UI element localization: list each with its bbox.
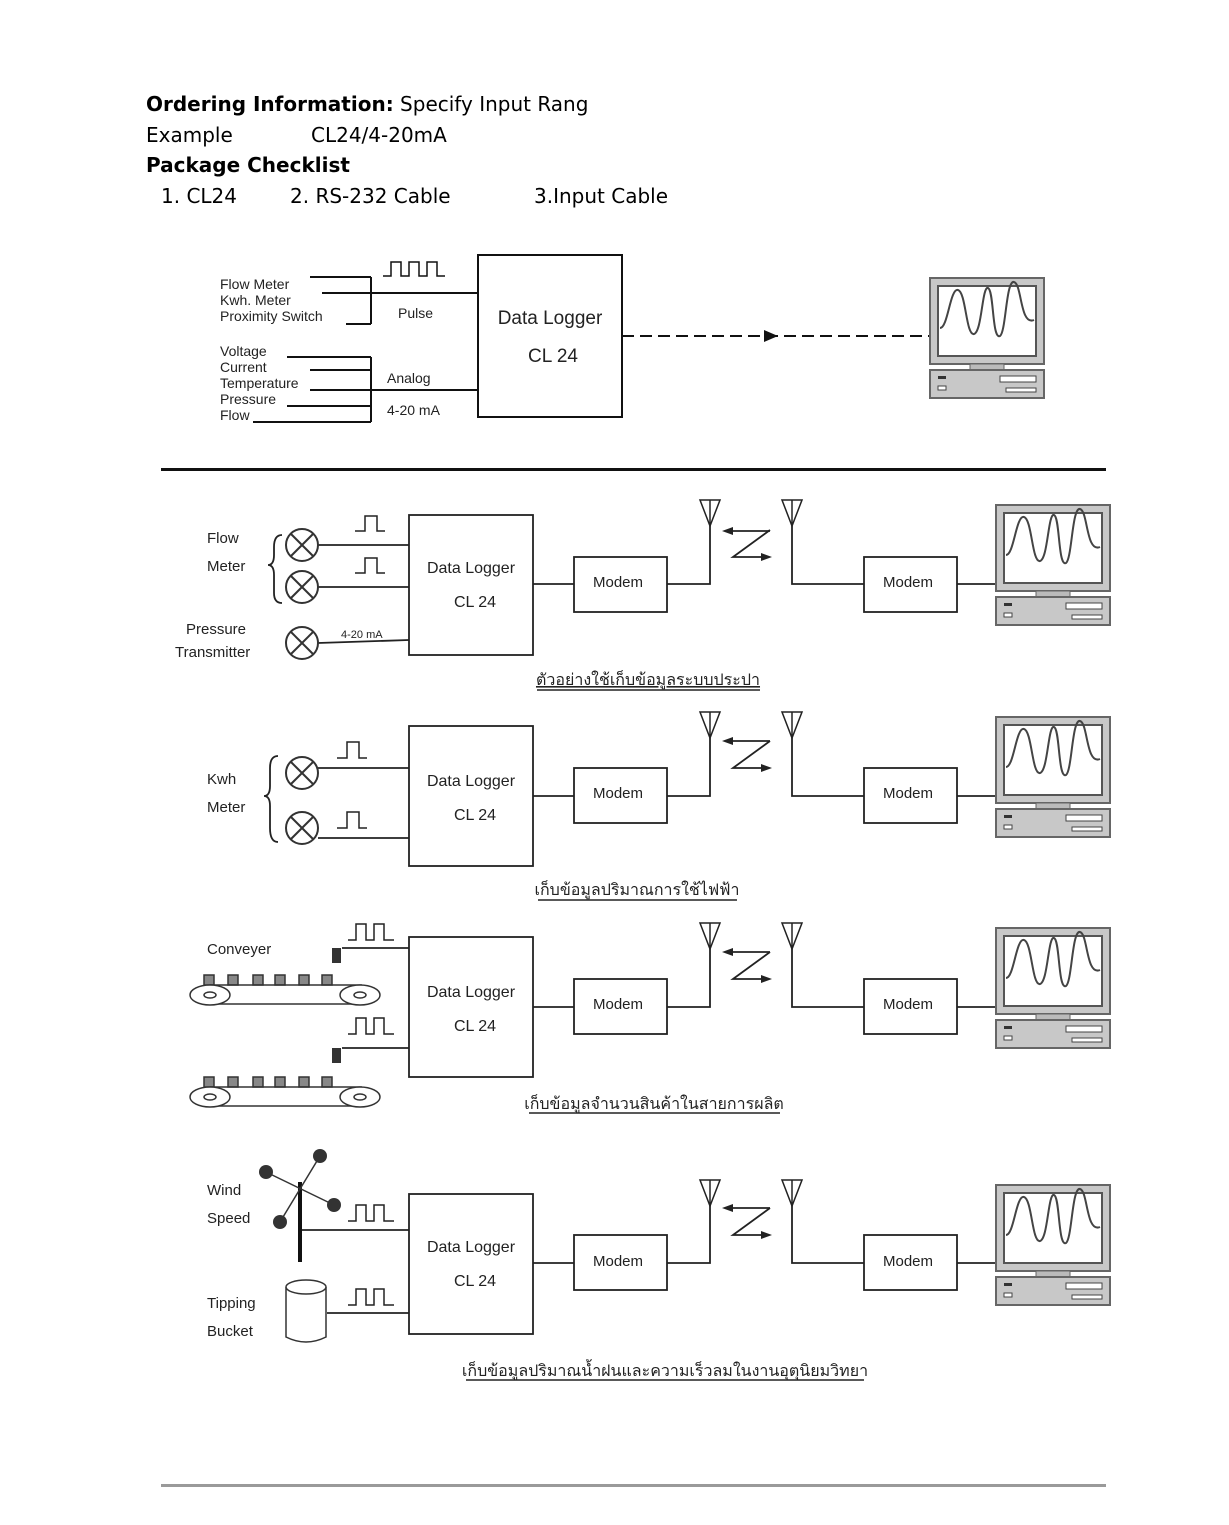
diagram-caption: เก็บข้อมูลปริมาณการใช้ไฟฟ้า bbox=[535, 879, 740, 900]
conveyer-belt-icon bbox=[189, 1076, 381, 1108]
checklist-item-1: 1. CL24 bbox=[161, 184, 237, 208]
antenna-icon bbox=[699, 922, 721, 950]
footer-divider bbox=[161, 1484, 1106, 1487]
flow-meter-icon bbox=[285, 528, 319, 562]
diagram-conveyer: Conveyer Data Logger CL 24 Modem Modem เ… bbox=[189, 922, 1111, 1114]
section-divider bbox=[161, 468, 1106, 471]
ordering-information: Ordering Information: Specify Input Rang bbox=[146, 92, 588, 116]
modem-left: Modem bbox=[593, 1253, 643, 1270]
antenna-icon bbox=[781, 922, 803, 950]
input-label: Flow bbox=[207, 530, 239, 547]
input-kwh-meter: Kwh. Meter bbox=[220, 292, 291, 308]
logger-model: CL 24 bbox=[454, 1018, 496, 1035]
input-pressure: Pressure bbox=[220, 391, 276, 407]
diagram-water-supply: Flow Meter Pressure Transmitter 4-20 mA … bbox=[175, 499, 1111, 691]
pulse-label: Pulse bbox=[398, 305, 433, 321]
modem-left: Modem bbox=[593, 996, 643, 1013]
antenna-icon bbox=[781, 711, 803, 739]
sensor-icon bbox=[332, 948, 341, 963]
antenna-icon bbox=[699, 1179, 721, 1207]
diagram-electricity: Kwh Meter Data Logger CL 24 Modem Modem … bbox=[207, 711, 1111, 901]
computer-icon bbox=[995, 716, 1111, 838]
input-label: Conveyer bbox=[207, 941, 271, 958]
logger-title: Data Logger bbox=[427, 773, 516, 790]
ma-label: 4-20 mA bbox=[387, 402, 441, 418]
logger-title: Data Logger bbox=[427, 1239, 516, 1256]
logger-title: Data Logger bbox=[427, 984, 516, 1001]
computer-icon bbox=[995, 1184, 1111, 1306]
modem-left: Modem bbox=[593, 785, 643, 802]
computer-icon bbox=[995, 504, 1111, 626]
modem-right: Modem bbox=[883, 785, 933, 802]
signal-label: 4-20 mA bbox=[341, 629, 383, 641]
antenna-icon bbox=[781, 499, 803, 527]
input-label: Pressure bbox=[186, 621, 246, 638]
diagram-caption: เก็บข้อมูลจำนวนสินค้าในสายการผลิต bbox=[524, 1093, 784, 1114]
input-label: Wind bbox=[207, 1182, 241, 1199]
antenna-icon bbox=[699, 711, 721, 739]
kwh-meter-icon bbox=[285, 811, 319, 845]
input-label: Tipping bbox=[207, 1295, 256, 1312]
flow-meter-icon bbox=[285, 570, 319, 604]
conveyer-belt-icon bbox=[189, 974, 381, 1006]
computer-icon bbox=[995, 927, 1111, 1049]
modem-right: Modem bbox=[883, 1253, 933, 1270]
logger-model: CL 24 bbox=[454, 1273, 496, 1290]
input-label: Transmitter bbox=[175, 644, 250, 661]
modem-left: Modem bbox=[593, 574, 643, 591]
overview-diagram: Flow Meter Kwh. Meter Proximity Switch V… bbox=[220, 254, 1045, 423]
example-label: Example bbox=[146, 123, 233, 147]
input-label: Meter bbox=[207, 558, 245, 575]
modem-right: Modem bbox=[883, 996, 933, 1013]
arrow-icon bbox=[764, 330, 778, 342]
logger-title: Data Logger bbox=[427, 560, 516, 577]
ordering-value: Specify Input Rang bbox=[393, 92, 589, 116]
computer-icon bbox=[929, 277, 1045, 399]
input-current: Current bbox=[220, 359, 267, 375]
input-label: Meter bbox=[207, 799, 245, 816]
logger-model: CL 24 bbox=[528, 346, 578, 367]
diagram-caption: ตัวอย่างใช้เก็บข้อมูลระบบประปา bbox=[536, 669, 760, 690]
logger-title: Data Logger bbox=[498, 308, 603, 329]
sensor-icon bbox=[332, 1048, 341, 1063]
diagram-caption: เก็บข้อมูลปริมาณน้ำฝนและความเร็วลมในงานอ… bbox=[462, 1359, 868, 1381]
logger-model: CL 24 bbox=[454, 594, 496, 611]
input-voltage: Voltage bbox=[220, 343, 267, 359]
kwh-meter-icon bbox=[285, 756, 319, 790]
pressure-transmitter-icon bbox=[285, 626, 319, 660]
checklist-item-3: 3.Input Cable bbox=[534, 184, 669, 208]
diagram-meteorology: Wind Speed Tipping Bucket Data Logger CL… bbox=[207, 1149, 1111, 1381]
checklist-title: Package Checklist bbox=[146, 153, 350, 177]
input-flow: Flow bbox=[220, 407, 250, 423]
input-label: Speed bbox=[207, 1210, 250, 1227]
tipping-bucket-icon bbox=[285, 1279, 327, 1343]
input-label: Kwh bbox=[207, 771, 236, 788]
antenna-icon bbox=[699, 499, 721, 527]
ordering-label: Ordering Information: bbox=[146, 92, 394, 116]
input-flow-meter: Flow Meter bbox=[220, 276, 290, 292]
analog-label: Analog bbox=[387, 370, 431, 386]
modem-right: Modem bbox=[883, 574, 933, 591]
input-label: Bucket bbox=[207, 1323, 254, 1340]
logger-model: CL 24 bbox=[454, 807, 496, 824]
anemometer-icon bbox=[259, 1149, 341, 1262]
input-temperature: Temperature bbox=[220, 375, 299, 391]
input-proximity-switch: Proximity Switch bbox=[220, 308, 323, 324]
checklist-item-2: 2. RS-232 Cable bbox=[290, 184, 451, 208]
antenna-icon bbox=[781, 1179, 803, 1207]
example-value: CL24/4-20mA bbox=[311, 123, 447, 147]
